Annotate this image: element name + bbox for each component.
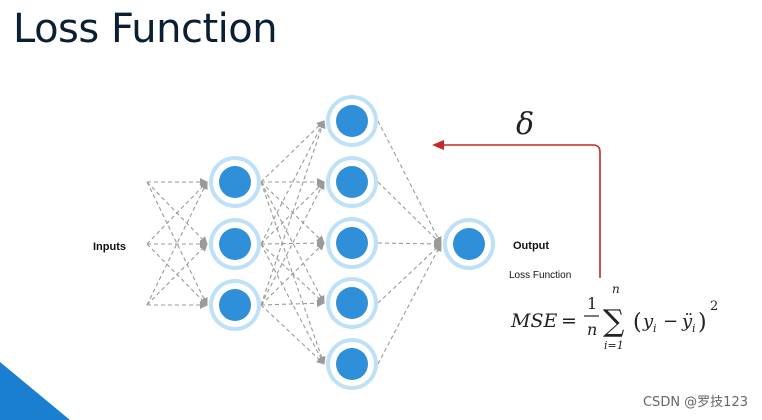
connection-lines: [146, 120, 442, 365]
edge-l1-1-0: [260, 120, 325, 245]
neuron-node-l2-0: [326, 95, 378, 147]
edge-l2-0-0: [377, 120, 442, 245]
neuron-node-l1-2: [209, 279, 261, 331]
neuron-core: [219, 228, 251, 260]
feedback-arrowhead: [432, 140, 444, 150]
edge-l1-0-3: [260, 181, 325, 304]
neuron-core: [336, 166, 368, 198]
formula-fraction-numerator: 1: [587, 294, 597, 313]
edge-l1-2-4: [260, 304, 325, 365]
watermark: CSDN @罗技123: [642, 395, 748, 410]
neuron-node-l1-1: [209, 218, 261, 270]
slide-title: Loss Function: [13, 6, 278, 52]
neuron-core: [336, 287, 368, 319]
formula-equals: =: [561, 310, 577, 332]
formula-y-subscript: i: [653, 322, 657, 335]
edge-l1-0-0: [260, 120, 325, 183]
inputs-label: Inputs: [93, 241, 126, 253]
input-edge-2-0: [146, 181, 208, 306]
neuron-core: [219, 289, 251, 321]
corner-accent: [0, 362, 70, 420]
formula-power: 2: [710, 299, 718, 314]
edge-l2-3-0: [377, 243, 442, 304]
neuron-nodes: [209, 95, 495, 390]
delta-symbol: δ: [516, 107, 534, 142]
edge-l1-2-0: [260, 120, 326, 306]
neuron-node-l1-0: [209, 156, 261, 208]
edge-l1-2-2: [260, 242, 325, 306]
formula-open-paren: (: [633, 310, 642, 335]
formula-minus: −: [663, 311, 678, 332]
neuron-core: [336, 348, 368, 380]
loss-function-label: Loss Function: [509, 270, 571, 281]
formula-sum-symbol: ∑: [603, 304, 625, 339]
neuron-node-l2-4: [326, 338, 378, 390]
edge-l1-2-3: [260, 299, 325, 308]
neuron-core: [336, 105, 368, 137]
neuron-core: [336, 227, 368, 259]
formula-sum-upper: n: [612, 282, 620, 296]
input-edge-1-0: [146, 181, 208, 245]
formula-y-hat-subscript: i: [692, 322, 696, 335]
neuron-node-l3-0: [443, 218, 495, 270]
neuron-node-l2-2: [326, 217, 378, 269]
neuron-core: [219, 166, 251, 198]
edge-l2-2-0: [377, 239, 442, 248]
mse-formula: MSE = 1 n n ∑ i=1 ( y i − ÿ i ) 2: [510, 282, 718, 352]
edge-l1-1-1: [260, 181, 325, 245]
neuron-core: [453, 228, 485, 260]
formula-y: y: [642, 311, 654, 332]
edge-l2-1-0: [377, 181, 442, 245]
formula-sum-lower: i=1: [604, 339, 624, 352]
formula-fraction-denominator: n: [587, 320, 597, 339]
edge-l1-2-1: [260, 181, 325, 306]
edge-l1-1-4: [260, 243, 325, 365]
neuron-node-l2-1: [326, 156, 378, 208]
edge-l1-1-2: [260, 239, 325, 248]
input-edge-2-1: [146, 243, 208, 306]
formula-lhs: MSE: [510, 310, 557, 332]
feedback-arrow-line: [444, 144, 601, 278]
input-edge-0-2: [146, 181, 208, 306]
neuron-node-l2-3: [326, 277, 378, 329]
edge-l2-4-0: [377, 243, 442, 365]
formula-close-paren: ): [698, 310, 707, 335]
formula-y-hat: ÿ: [681, 311, 693, 332]
output-label: Output: [513, 240, 549, 252]
